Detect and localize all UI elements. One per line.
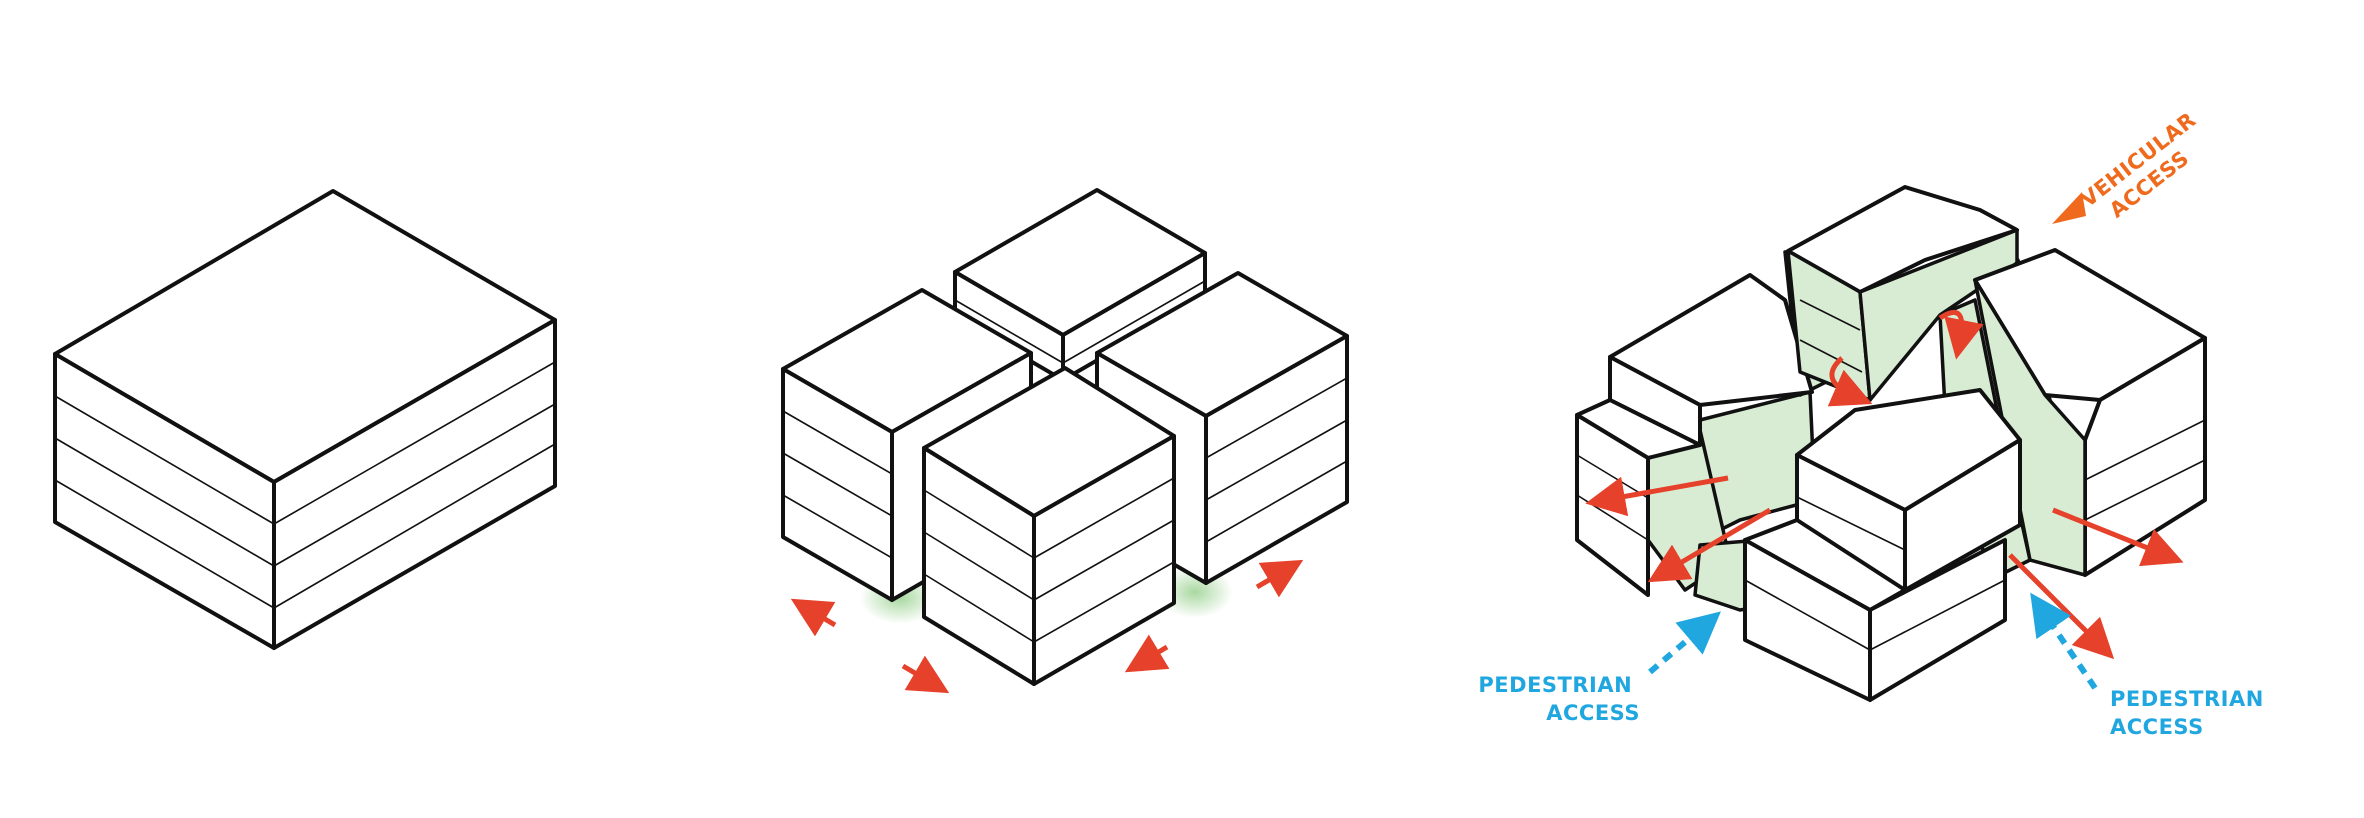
svg-text:PEDESTRIAN ACCESS: PEDESTRIAN ACCESS — [1478, 673, 1640, 725]
block-front — [922, 366, 1176, 686]
floor-lines — [54, 361, 556, 609]
pedestrian-left-label-2: ACCESS — [1546, 701, 1640, 725]
pedestrian-arrow-left — [1648, 611, 1721, 675]
four-blocks — [781, 188, 1349, 694]
block-back — [953, 188, 1207, 382]
svg-text:PEDESTRIAN ACCESS: PEDESTRIAN ACCESS — [2110, 687, 2272, 739]
flow-arrows — [1585, 475, 2184, 660]
pedestrian-right-label-1: PEDESTRIAN — [2110, 687, 2264, 711]
dispersal-arrows — [790, 559, 1304, 694]
pedestrian-left-label-1: PEDESTRIAN — [1478, 673, 1632, 697]
carved-cluster: VEHICULAR ACCESS PEDESTRIAN ACCESS PEDES… — [1478, 103, 2272, 739]
cluster-block-east — [1973, 248, 2207, 577]
vehicular-access-icon — [2052, 192, 2086, 224]
pedestrian-arrow-right — [2030, 592, 2098, 690]
cluster-block-north — [1786, 185, 2019, 402]
pedestrian-right-label-2: ACCESS — [2110, 715, 2204, 739]
svg-text:VEHICULAR ACCESS: VEHICULAR ACCESS — [2076, 103, 2222, 233]
rotation-arrow — [1938, 310, 1984, 360]
rotation-arrow — [1827, 356, 1873, 407]
single-volume — [53, 189, 557, 650]
cluster-block-south — [1743, 388, 2022, 702]
